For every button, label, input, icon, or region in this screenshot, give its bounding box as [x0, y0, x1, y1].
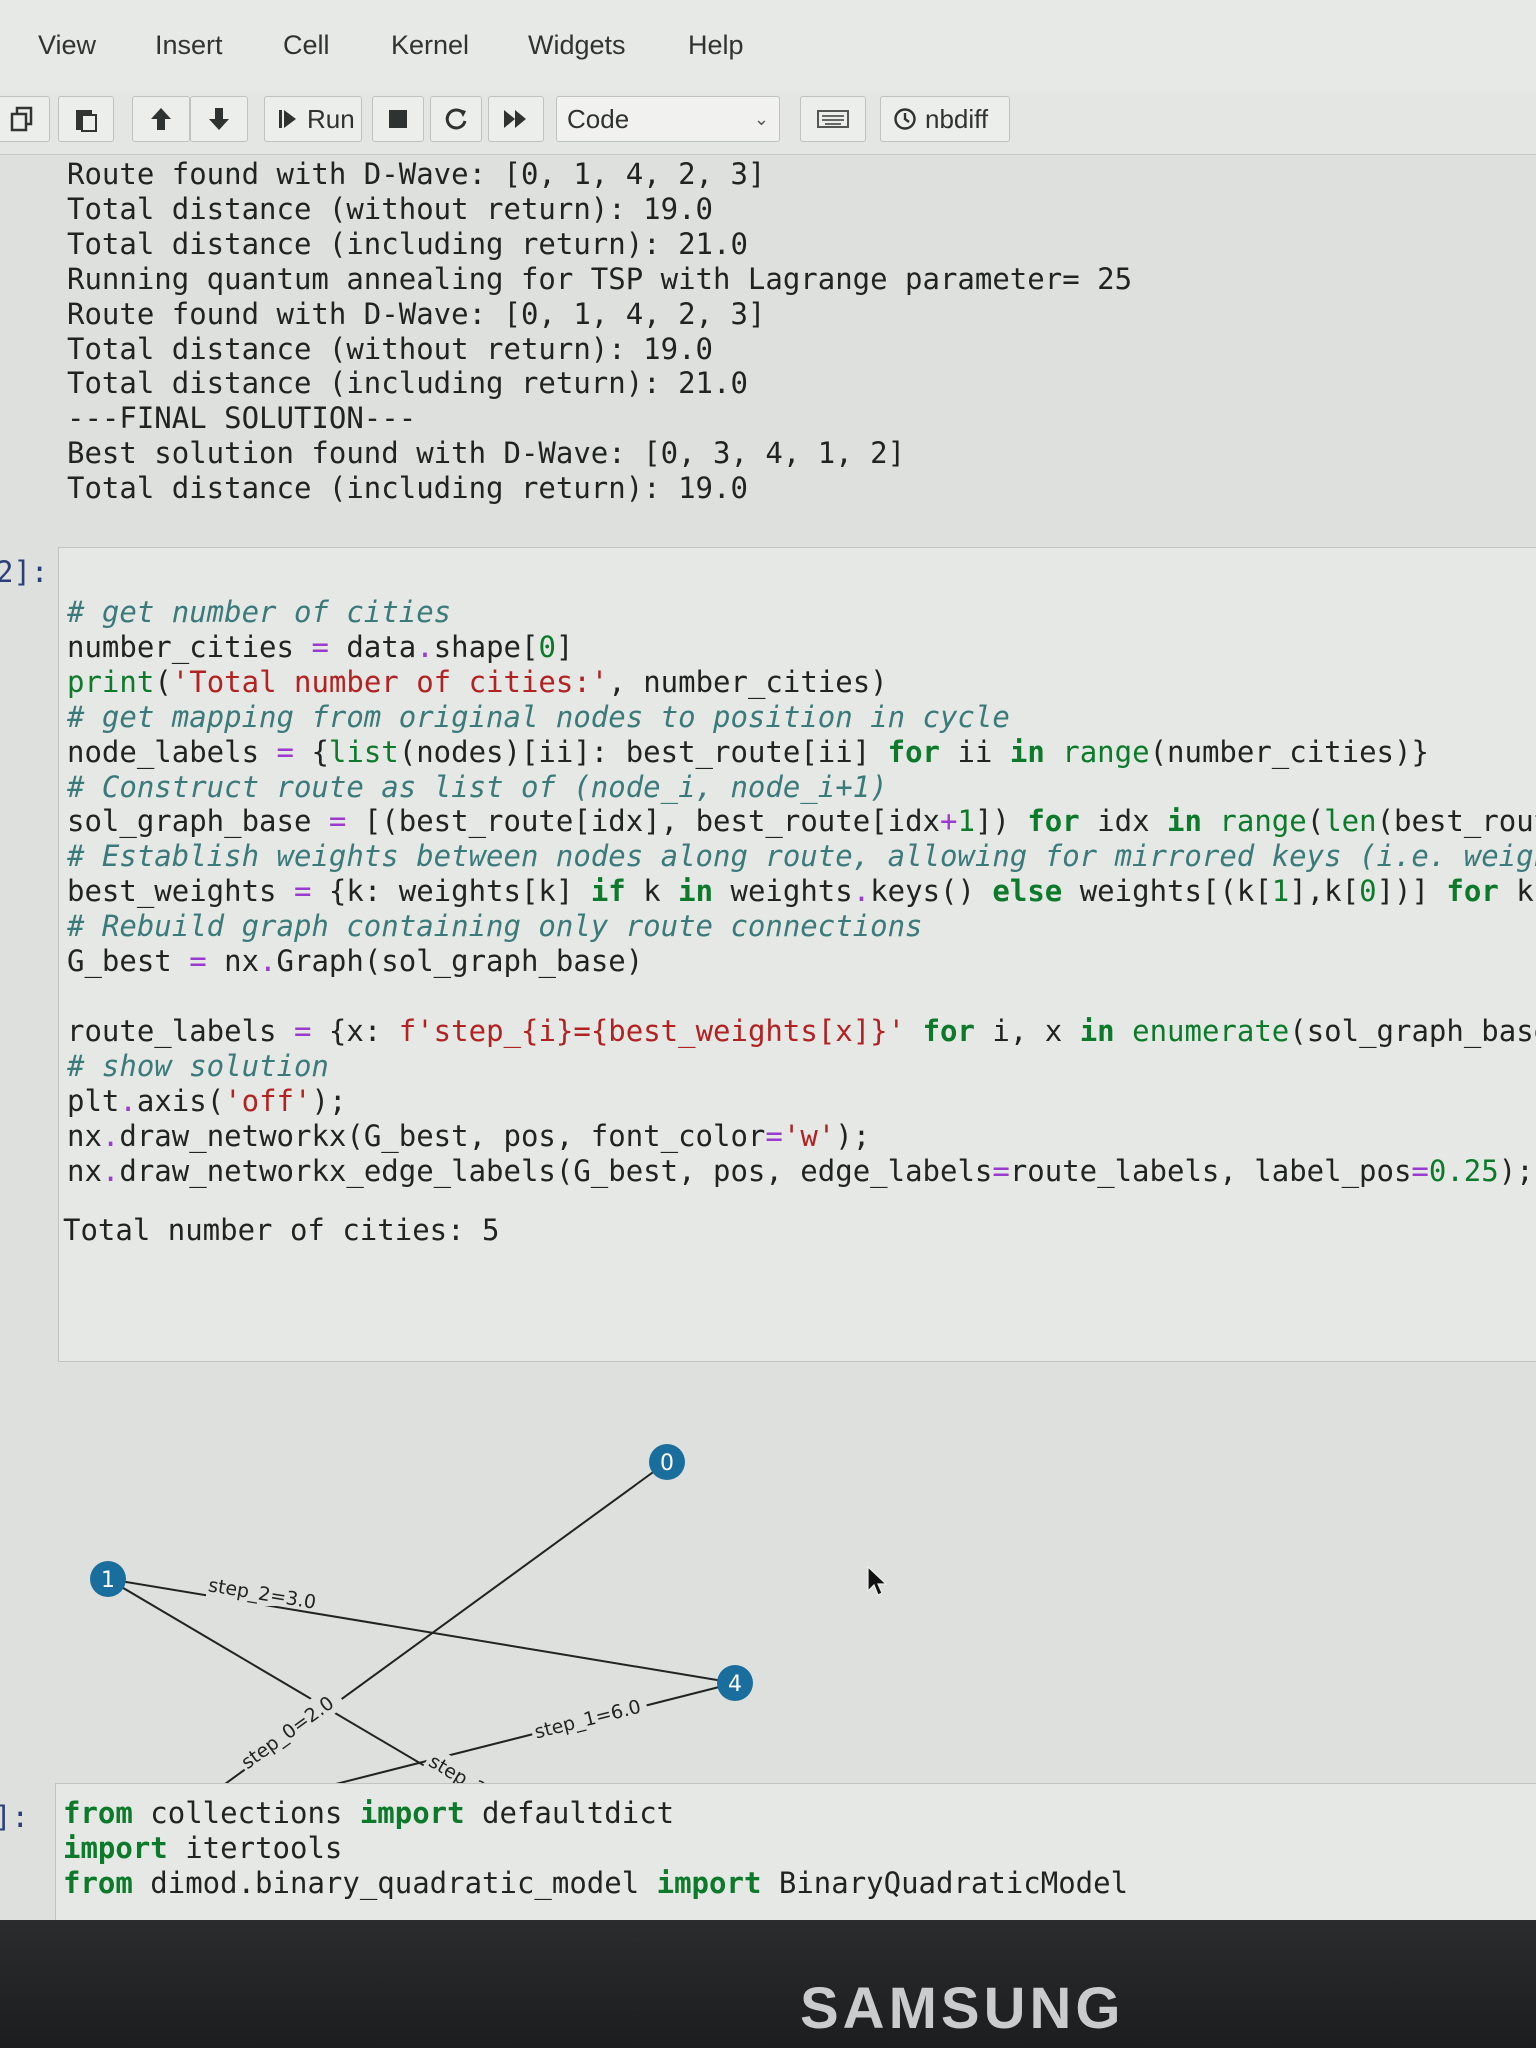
nbdiff-icon: [894, 108, 916, 130]
restart-button[interactable]: [430, 96, 482, 142]
keyboard-icon: [817, 110, 849, 128]
paste-button[interactable]: [58, 96, 114, 142]
restart-run-all-button[interactable]: [488, 96, 544, 142]
node-label: 1: [101, 1568, 115, 1593]
cell-output-tsp: Route found with D-Wave: [0, 1, 4, 2, 3]…: [67, 157, 1132, 506]
code-editor[interactable]: from collections import defaultdict impo…: [63, 1796, 1129, 1900]
nbdiff-label: nbdiff: [925, 103, 989, 134]
code-editor[interactable]: # get number of cities number_cities = d…: [67, 595, 1536, 1188]
monitor-brand-logo: SAMSUNG: [800, 1976, 1125, 2041]
arrow-up-icon: [151, 108, 171, 130]
move-down-button[interactable]: [190, 96, 248, 142]
output-line: Route found with D-Wave: [0, 1, 4, 2, 3]: [67, 296, 766, 331]
output-line: Total distance (including return): 21.0: [67, 366, 748, 401]
menu-bar: View Insert Cell Kernel Widgets Help: [0, 0, 1536, 93]
restart-icon: [445, 108, 467, 130]
cell-type-value: Code: [567, 104, 630, 134]
cell-prompt: ]:: [0, 1800, 29, 1834]
copy-button[interactable]: [0, 96, 50, 142]
command-palette-button[interactable]: [800, 96, 866, 142]
cell-prompt: 2]:: [0, 555, 49, 589]
graph-edge: [107, 1578, 736, 1684]
output-line: Total distance (including return): 21.0: [67, 226, 748, 261]
output-line: Total distance (without return): 19.0: [67, 191, 714, 226]
menu-widgets[interactable]: Widgets: [528, 30, 626, 60]
fast-forward-icon: [504, 110, 526, 128]
run-label: Run: [307, 103, 355, 134]
move-up-button[interactable]: [132, 96, 190, 142]
notebook-area: Route found with D-Wave: [0, 1, 4, 2, 3]…: [0, 155, 1536, 1920]
edge-label: step_0=2.0: [237, 1692, 338, 1774]
menu-help[interactable]: Help: [688, 30, 744, 60]
output-line: Total distance (including return): 19.0: [67, 471, 748, 506]
paste-icon: [76, 110, 97, 132]
edge-label: step_1=6.0: [532, 1696, 643, 1744]
graph-node: [649, 1444, 685, 1480]
output-line: ---FINAL SOLUTION---: [67, 401, 417, 436]
stop-button[interactable]: [372, 96, 424, 142]
cell-type-select[interactable]: Code ⌄: [556, 96, 780, 142]
menu-insert[interactable]: Insert: [155, 30, 223, 60]
output-line: Route found with D-Wave: [0, 1, 4, 2, 3]: [67, 157, 766, 191]
code-cell-input[interactable]: [58, 547, 1536, 1362]
stop-icon: [389, 110, 407, 128]
cell-output-cities: Total number of cities: 5: [63, 1213, 500, 1247]
arrow-down-icon: [209, 108, 229, 130]
step-forward-icon: [279, 110, 296, 128]
nbdiff-button[interactable]: nbdiff: [880, 96, 1010, 142]
menu-kernel[interactable]: Kernel: [391, 30, 470, 60]
graph-node: [90, 1561, 126, 1597]
run-button[interactable]: Run: [264, 96, 362, 142]
node-label: 0: [660, 1451, 674, 1476]
menu-view[interactable]: View: [38, 30, 97, 60]
toolbar: Run Code ⌄ nbdiff: [0, 92, 1536, 155]
monitor-bezel: [0, 1920, 1536, 2048]
copy-icon: [10, 106, 33, 132]
node-label: 4: [728, 1672, 742, 1697]
output-line: Total distance (without return): 19.0: [67, 331, 714, 366]
mouse-cursor-icon: [867, 1565, 888, 1596]
output-line: Running quantum annealing for TSP with L…: [67, 261, 1133, 296]
menu-cell[interactable]: Cell: [283, 30, 330, 60]
output-line: Best solution found with D-Wave: [0, 3, …: [67, 436, 906, 471]
graph-node: [717, 1665, 753, 1701]
graph-edge: [165, 1461, 668, 1828]
code-cell-input[interactable]: [55, 1783, 1536, 1920]
chevron-down-icon: ⌄: [753, 109, 769, 129]
